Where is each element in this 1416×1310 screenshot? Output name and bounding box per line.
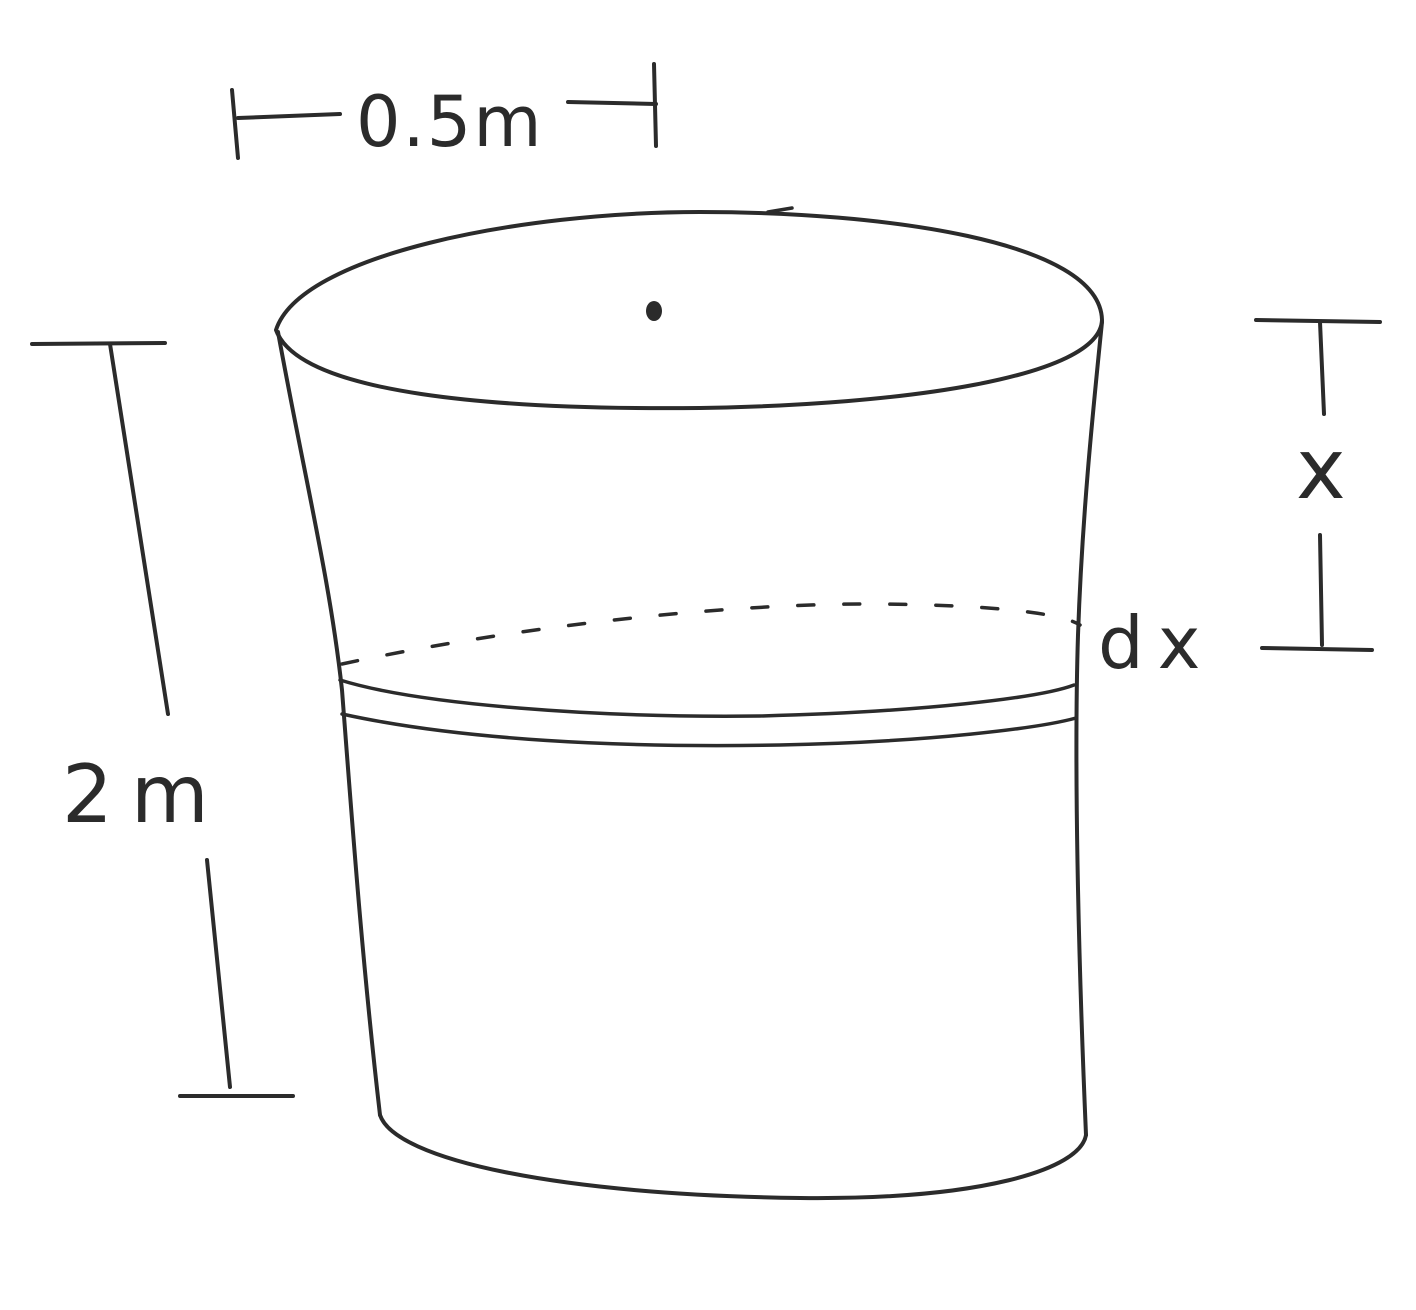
slice-dashed-back-edge <box>340 602 1082 666</box>
cylinder <box>274 206 1104 1201</box>
radius-right-line <box>566 100 658 106</box>
radius-label: 0.5m <box>356 81 544 163</box>
height-dimension: 2m <box>30 341 295 1098</box>
depth-lower-line <box>1318 533 1324 647</box>
cylinder-center-dot <box>646 301 662 321</box>
height-lower-line <box>205 858 232 1089</box>
cylinder-left-wall <box>276 330 382 1117</box>
slice-thickness-label: dx <box>1098 601 1214 685</box>
radius-dimension: 0.5m <box>230 62 658 163</box>
depth-dimension: x <box>1254 318 1382 652</box>
depth-top-tick <box>1254 318 1382 324</box>
slice-bottom-edge <box>340 712 1078 748</box>
cylinder-right-wall <box>1074 320 1104 1137</box>
cylinder-top-nub <box>766 206 794 214</box>
cylinder-bottom-curve <box>378 1113 1088 1201</box>
height-label: 2m <box>62 748 227 841</box>
radius-left-line <box>236 112 342 120</box>
slice-top-edge <box>338 678 1076 718</box>
radius-left-tick <box>230 88 240 160</box>
radius-right-tick <box>652 62 658 148</box>
height-top-tick <box>30 341 167 346</box>
depth-upper-line <box>1318 320 1326 416</box>
depth-bottom-tick <box>1260 646 1374 652</box>
height-upper-line <box>108 342 170 716</box>
depth-label: x <box>1296 420 1346 518</box>
cylinder-top-ellipse <box>274 210 1104 411</box>
